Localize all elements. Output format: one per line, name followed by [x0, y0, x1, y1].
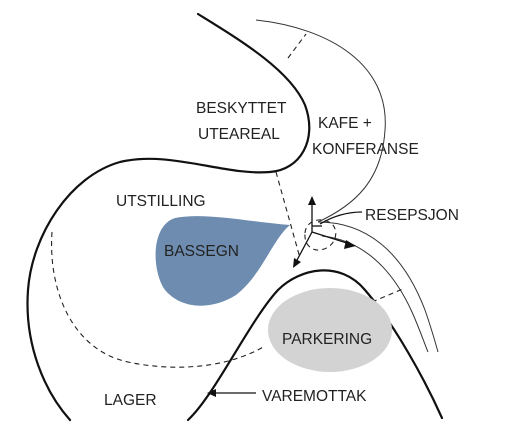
label-parkering: PARKERING [282, 331, 372, 348]
label-kafe-1: KAFE + [318, 115, 372, 132]
parking-loop-outline [186, 269, 444, 422]
label-bassegn: BASSEGN [164, 243, 239, 260]
label-resepsjon: RESEPSJON [365, 207, 459, 224]
label-utstilling: UTSTILLING [116, 193, 206, 210]
label-lager: LAGER [104, 392, 157, 409]
reception-direction-arrows [293, 196, 356, 268]
label-kafe-2: KONFERANSE [312, 141, 419, 158]
label-beskyttet-1: BESKYTTET [196, 100, 287, 117]
kafe-outer-boundary [255, 19, 386, 223]
main-building-outline [26, 12, 311, 422]
partition-lager [51, 231, 266, 368]
varemottak-arrow [207, 389, 256, 397]
parking-shape [268, 288, 392, 372]
partition-beskyttet-utstilling [275, 171, 301, 259]
pool-shape [155, 216, 290, 306]
resepsjon-leader [319, 211, 363, 225]
label-beskyttet-2: UTEAREAL [198, 126, 280, 143]
label-varemottak: VAREMOTTAK [262, 388, 367, 405]
reception-dashed-circle [304, 219, 337, 251]
partition-kafe-top [287, 33, 307, 59]
partition-road [371, 287, 406, 303]
road-upper-line [317, 221, 439, 353]
